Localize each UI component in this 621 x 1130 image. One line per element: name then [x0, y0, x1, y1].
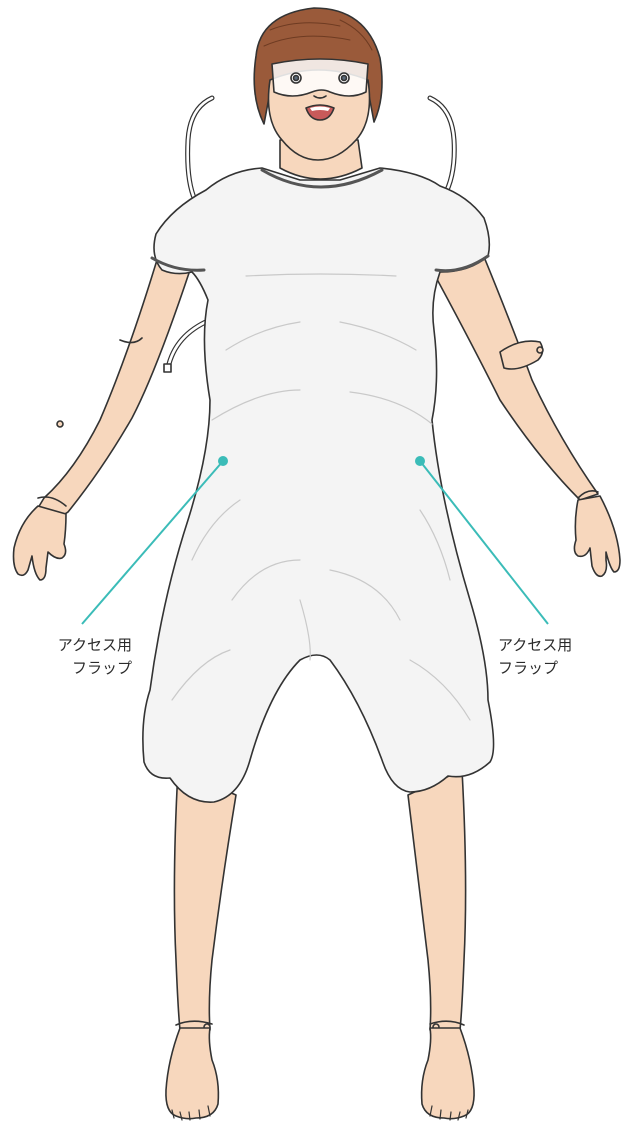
callout-label-left-line2: フラップ: [34, 657, 132, 680]
tube-connector: [164, 364, 171, 372]
callout-dot-left: [218, 456, 228, 466]
callout-label-right-line2: フラップ: [498, 657, 608, 680]
left-arm: [38, 250, 190, 515]
left-pupil: [294, 76, 299, 81]
right-foot: [422, 1028, 474, 1119]
callout-label-right: アクセス用 フラップ: [498, 634, 608, 680]
right-arm: [432, 252, 598, 500]
callout-dot-right: [415, 456, 425, 466]
left-foot: [166, 1028, 218, 1119]
left-wrist-pin: [57, 421, 63, 427]
left-hand: [14, 506, 67, 580]
right-pupil: [342, 76, 347, 81]
callout-label-right-line1: アクセス用: [498, 634, 608, 657]
left-leg: [174, 770, 236, 1030]
callout-label-left-line1: アクセス用: [34, 634, 132, 657]
right-leg: [408, 770, 466, 1030]
right-hand: [574, 496, 620, 576]
goggles: [272, 59, 368, 96]
right-elbow-pin: [537, 347, 543, 353]
gown: [143, 168, 494, 802]
callout-label-left: アクセス用 フラップ: [34, 634, 132, 680]
left-tube-inner: [188, 98, 212, 200]
